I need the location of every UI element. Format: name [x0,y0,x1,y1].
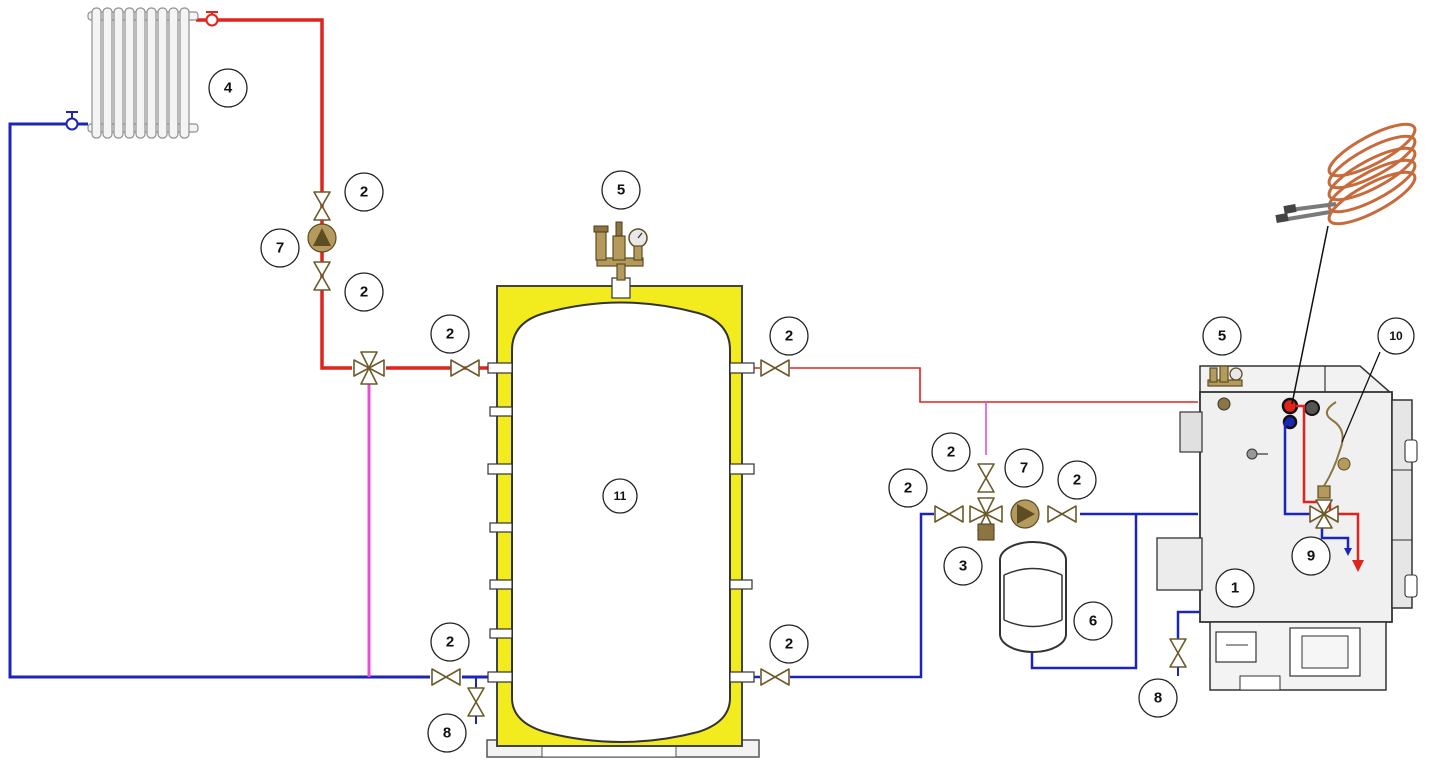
shutoff-valve-icon [760,668,790,686]
three-way-valve-icon [353,351,385,385]
shutoff-valve-icon [431,668,461,686]
label-7: 7 [260,228,300,268]
svg-text:7: 7 [276,240,284,257]
label-5: 5 [1202,316,1242,356]
svg-text:5: 5 [617,182,625,199]
radiator-supply-valve-icon [205,11,219,27]
radiator-icon [87,7,199,139]
valve-actuator-icon [977,523,995,541]
leader-line-coil [1291,225,1329,405]
label-6: 6 [1073,601,1113,641]
radiator [65,7,219,139]
boiler [1156,365,1418,691]
svg-text:2: 2 [904,480,912,497]
svg-text:2: 2 [446,326,454,343]
circulation-pump-icon [1010,499,1040,529]
radiator-return-valve-icon [65,111,79,131]
svg-text:8: 8 [1154,690,1162,707]
svg-text:2: 2 [785,328,793,345]
label-7: 7 [1004,448,1044,488]
svg-text:4: 4 [224,80,233,97]
thermostatic-valve-icon [1309,485,1339,529]
svg-text:2: 2 [360,184,368,201]
hot-pipe-tank-to-boiler [749,367,1198,403]
svg-text:2: 2 [1073,472,1081,489]
shutoff-valve-icon [760,359,790,377]
svg-text:2: 2 [446,634,454,651]
tank-connections-right [729,362,755,683]
svg-text:11: 11 [614,489,627,503]
svg-text:7: 7 [1020,460,1028,477]
shutoff-valve-icon [934,505,964,523]
boiler-pump-group [934,463,1077,541]
svg-text:8: 8 [443,725,451,742]
label-8: 8 [427,713,467,753]
svg-text:2: 2 [785,636,793,653]
svg-text:5: 5 [1218,328,1226,345]
svg-text:10: 10 [1389,329,1403,343]
label-4: 4 [208,68,248,108]
boiler-internal-cold-pipe [1283,422,1350,548]
label-5: 5 [601,170,641,210]
circulation-pump-icon [307,223,337,253]
svg-text:6: 6 [1089,613,1097,630]
cold-return-pipe-left [8,122,430,679]
label-2: 2 [888,468,928,508]
label-10: 10 [1377,317,1415,355]
label-11: 11 [602,478,638,514]
buffer-tank [486,221,760,758]
label-9: 9 [1291,536,1331,576]
label-3: 3 [943,546,983,586]
drain-valve-icon [467,677,485,724]
boiler-internal-hot-pipe [1296,404,1360,560]
drain-valve-icon [1169,638,1187,676]
safety-group-icon [1207,365,1243,387]
expansion-vessel-icon [999,541,1067,653]
label-1: 1 [1215,568,1255,608]
svg-text:2: 2 [947,444,955,461]
expansion-vessel-pipe [1030,514,1138,670]
radiator-pump-group [307,191,485,724]
shutoff-valve-icon [450,359,480,377]
tank-connections-left [487,362,513,683]
shutoff-valve-icon [977,463,995,493]
label-2: 2 [769,316,809,356]
label-2: 2 [430,314,470,354]
svg-text:3: 3 [959,558,967,575]
label-2: 2 [430,622,470,662]
thermal-sensor-capillary [1323,401,1344,487]
label-2: 2 [344,172,384,212]
shutoff-valve-icon [1047,505,1077,523]
label-2: 2 [1057,460,1097,500]
shutoff-valve-icon [313,261,331,291]
label-2: 2 [931,432,971,472]
shutoff-valve-icon [313,191,331,221]
coil-heat-exchanger-icon [1275,122,1417,226]
tank-vessel [511,301,731,743]
safety-group-icon [593,221,648,281]
leader-line-10 [1341,351,1381,443]
label-8: 8 [1138,678,1178,718]
svg-text:9: 9 [1307,548,1315,565]
label-2: 2 [769,624,809,664]
label-2: 2 [344,272,384,312]
svg-text:1: 1 [1231,580,1239,597]
svg-text:2: 2 [360,284,368,301]
